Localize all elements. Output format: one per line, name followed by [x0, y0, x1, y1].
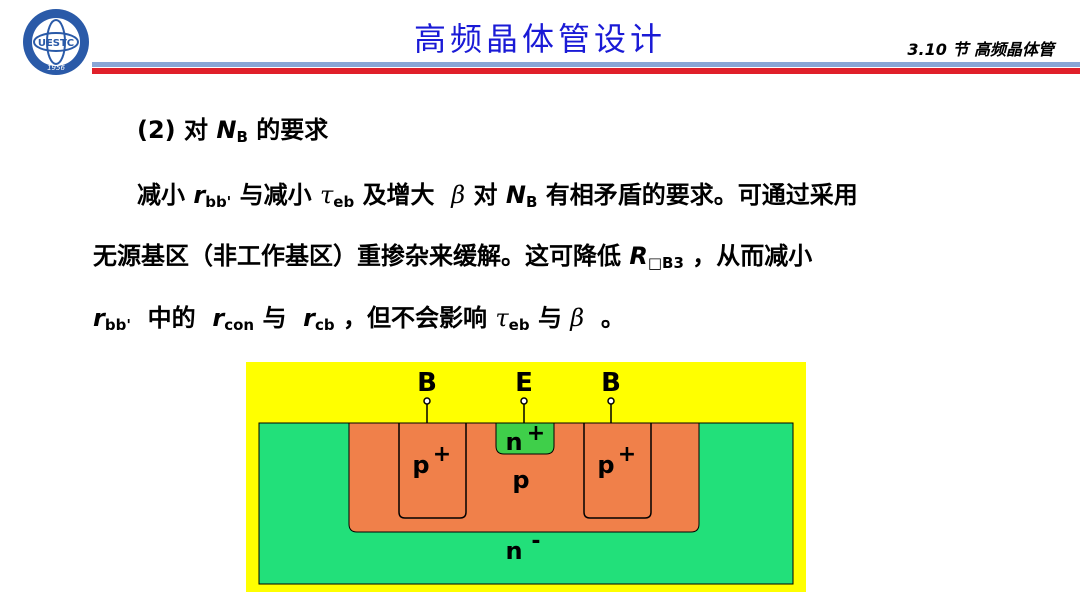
paragraph-line-1: 减小 rbb' 与减小 τeb 及增大 β 对 NB 有相矛盾的要求。可通过采用 [137, 181, 858, 211]
n-plus-sup: + [527, 421, 545, 446]
base-left-contact [423, 397, 431, 405]
logo-year: 1956 [47, 64, 65, 72]
n-plus-emitter-region [495, 422, 555, 455]
terminal-b-left-label: B [417, 368, 437, 398]
p-base-label: p [512, 466, 529, 494]
terminal-b-right-label: B [601, 368, 621, 398]
page-title: 高频晶体管设计 [413, 20, 666, 58]
university-logo: UESTC 1956 [23, 9, 89, 75]
paragraph-line-3: rbb' 中的 rcon 与 rcb ，但不会影响 τeb 与 β 。 [93, 304, 625, 334]
terminal-e-label: E [515, 368, 533, 398]
emitter-contact [520, 397, 528, 405]
p-plus-right-label: p [597, 451, 614, 479]
subheading: (2) 对 NB 的要求 [137, 116, 329, 146]
n-minus-sup: - [531, 529, 540, 554]
p-plus-right-sup: + [618, 442, 636, 467]
transistor-cross-section: B E B n + p + p p + n - [246, 362, 806, 592]
header-rule-red [92, 68, 1080, 74]
section-label: 3.10 节 高频晶体管 [907, 40, 1054, 59]
logo-text: UESTC [38, 38, 74, 49]
p-plus-left-region [398, 423, 467, 519]
paragraph-line-2: 无源基区（非工作基区）重掺杂来缓解。这可降低 R□B3 ，从而减小 [93, 242, 813, 272]
p-plus-right-region [583, 423, 652, 519]
header-rule-blue [92, 62, 1080, 67]
base-right-contact [607, 397, 615, 405]
n-minus-label: n [505, 537, 522, 565]
n-plus-label: n [505, 428, 522, 456]
p-base-region [348, 422, 700, 533]
p-plus-left-label: p [412, 451, 429, 479]
p-plus-left-sup: + [433, 442, 451, 467]
